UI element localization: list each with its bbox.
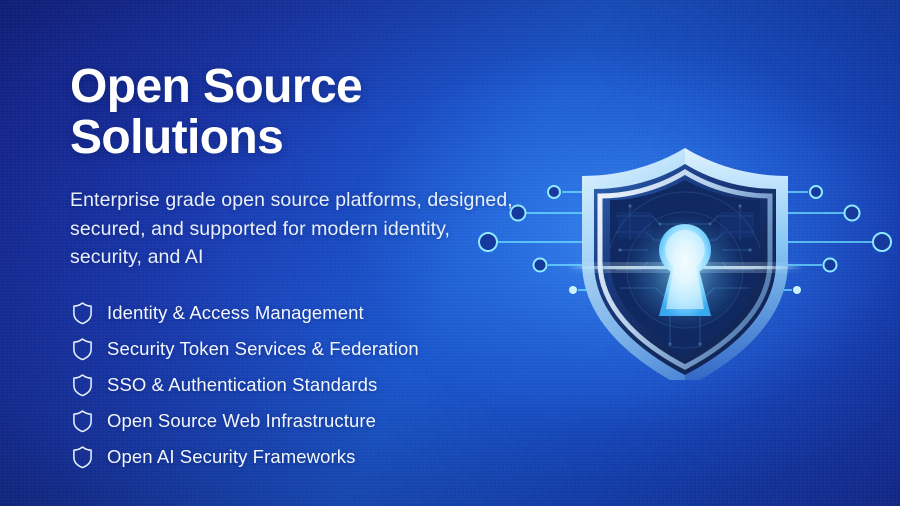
keyhole-icon xyxy=(625,214,745,330)
circuit-nodes-right xyxy=(793,185,892,294)
page-title-line-2: Solutions xyxy=(70,110,284,164)
shield-icon xyxy=(73,338,92,361)
subtitle-text: Enterprise grade open source platforms, … xyxy=(70,189,513,269)
list-item-label: Identity & Access Management xyxy=(107,302,364,323)
list-item-label: Open Source Web Infrastructure xyxy=(107,410,376,431)
list-item: Open AI Security Frameworks xyxy=(72,439,419,475)
shield-icon xyxy=(73,410,92,433)
shield-icon xyxy=(73,302,92,325)
shield-icon xyxy=(73,374,92,397)
list-item-label: Open AI Security Frameworks xyxy=(107,446,356,467)
list-item-label: Security Token Services & Federation xyxy=(107,338,419,359)
list-item: Identity & Access Management xyxy=(72,295,419,331)
list-item: SSO & Authentication Standards xyxy=(72,367,419,403)
list-item-label: SSO & Authentication Standards xyxy=(107,374,378,395)
feature-list: Identity & Access Management Security To… xyxy=(72,295,419,475)
circuit-nodes-left xyxy=(478,185,577,294)
security-shield-keyhole-illustration xyxy=(470,120,900,380)
list-item: Security Token Services & Federation xyxy=(72,331,419,367)
shield-icon xyxy=(73,446,92,469)
list-item: Open Source Web Infrastructure xyxy=(72,403,419,439)
page-title-line-1: Open Source xyxy=(70,60,363,113)
